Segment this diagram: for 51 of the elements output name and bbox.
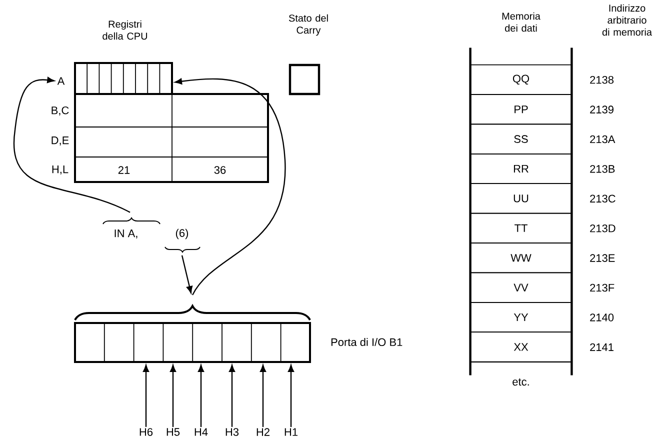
address-label: 2141 (590, 343, 614, 351)
memory-cell: VV (470, 272, 572, 303)
memory-cell: UU (470, 183, 572, 214)
address-label: 2139 (590, 106, 614, 114)
address-label: 213D (590, 224, 616, 232)
address-label: 213A (590, 135, 616, 144)
address-label: 213F (590, 284, 614, 292)
text-label: H4 (194, 428, 208, 436)
text-label: (6) (176, 228, 188, 240)
arrow (142, 364, 150, 427)
memory-cell: RR (470, 153, 572, 184)
memory-cell: QQ (470, 64, 572, 95)
arrow (13, 77, 130, 213)
text-label: IN A, (114, 230, 138, 238)
text-label: H2 (256, 428, 270, 436)
address-label: 213C (590, 194, 616, 203)
arrow (260, 364, 266, 427)
row-label: H,L (52, 166, 68, 174)
address-label: 213B (590, 165, 615, 173)
text-label: H6 (140, 428, 153, 436)
port-register (74, 322, 311, 363)
memory-cell: XX (470, 332, 572, 362)
carry-box: Stato del Carry (288, 14, 328, 96)
column-heading: Indirizzo arbitrario di memoria (602, 4, 652, 36)
text-label: H5 (166, 428, 180, 436)
arrow (288, 364, 294, 428)
memory-cell: YY (470, 302, 572, 333)
memory-cell: PP (470, 94, 572, 125)
memory-cell: SS (470, 124, 572, 154)
memory-cell: WW (470, 242, 572, 274)
arrow (170, 364, 176, 427)
row-label: B,C (52, 106, 69, 116)
address-label: 213E (590, 254, 615, 262)
register-box (74, 62, 173, 95)
node-label: Stato del Carry (288, 14, 328, 36)
arrow (228, 364, 236, 427)
port-label: Porta di I/O B1 (331, 338, 402, 346)
row-label: D,E (52, 136, 69, 146)
cell-value: 21 (118, 166, 130, 174)
address-label: 2140 (590, 314, 614, 322)
cell-value: 36 (214, 166, 226, 174)
memory-cell: TT (470, 212, 572, 244)
text-label: H3 (226, 428, 239, 436)
arrow (181, 255, 193, 294)
arrow (174, 78, 286, 296)
text-label: H1 (284, 428, 298, 436)
text-label: A (57, 77, 65, 85)
arrow (198, 364, 204, 428)
register-heading: Registri della CPU (102, 20, 148, 40)
address-label: 2138 (590, 76, 614, 84)
note: etc. (512, 378, 529, 386)
